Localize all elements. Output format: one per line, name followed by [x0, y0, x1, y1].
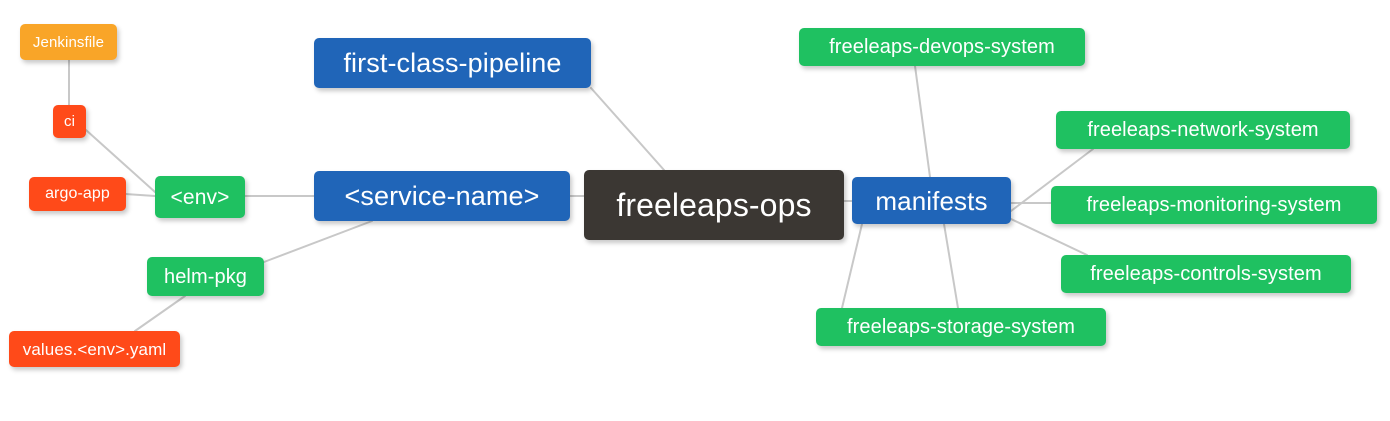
node-label-first-class-pipeline: first-class-pipeline	[343, 47, 562, 78]
node-label-service-name: <service-name>	[344, 180, 540, 211]
node-label-jenkinsfile: Jenkinsfile	[32, 33, 105, 51]
node-label-values-yaml: values.<env>.yaml	[22, 339, 167, 359]
edge-pipeline-ops	[590, 87, 665, 171]
node-label-manifests: manifests	[875, 185, 988, 216]
edge-manifests-controls	[1010, 218, 1088, 256]
node-freeleaps-storage-system[interactable]: freeleaps-storage-system	[816, 308, 1106, 346]
edge-manifests-devops	[914, 65, 931, 178]
node-first-class-pipeline[interactable]: first-class-pipeline	[314, 38, 591, 88]
node-label-freeleaps-devops-system: freeleaps-devops-system	[829, 36, 1055, 58]
node-label-freeleaps-storage-system: freeleaps-storage-system	[846, 316, 1076, 338]
node-label-helm-pkg: helm-pkg	[163, 265, 248, 288]
node-env[interactable]: <env>	[155, 176, 245, 218]
node-freeleaps-controls-system[interactable]: freeleaps-controls-system	[1061, 255, 1351, 293]
edge-ops-storage	[841, 223, 863, 309]
edge-helmpkg-servicename	[263, 220, 373, 263]
node-ci[interactable]: ci	[53, 105, 86, 138]
node-label-ci: ci	[63, 113, 76, 130]
node-label-freeleaps-monitoring-system: freeleaps-monitoring-system	[1086, 194, 1342, 216]
node-freeleaps-ops[interactable]: freeleaps-ops	[584, 170, 844, 240]
node-label-freeleaps-controls-system: freeleaps-controls-system	[1090, 263, 1322, 285]
node-values-yaml[interactable]: values.<env>.yaml	[9, 331, 180, 367]
edge-argoapp-env	[125, 193, 156, 197]
node-label-freeleaps-network-system: freeleaps-network-system	[1087, 119, 1319, 141]
edge-valuesyaml-helmpkg	[134, 295, 186, 332]
node-freeleaps-devops-system[interactable]: freeleaps-devops-system	[799, 28, 1085, 66]
node-jenkinsfile[interactable]: Jenkinsfile	[20, 24, 117, 60]
edge-manifests-storage	[943, 223, 959, 309]
node-label-freeleaps-ops: freeleaps-ops	[616, 187, 812, 223]
node-service-name[interactable]: <service-name>	[314, 171, 570, 221]
node-freeleaps-monitoring-system[interactable]: freeleaps-monitoring-system	[1051, 186, 1377, 224]
node-helm-pkg[interactable]: helm-pkg	[147, 257, 264, 296]
node-label-env: <env>	[170, 185, 230, 209]
node-manifests[interactable]: manifests	[852, 177, 1011, 224]
node-freeleaps-network-system[interactable]: freeleaps-network-system	[1056, 111, 1350, 149]
node-label-argo-app: argo-app	[45, 185, 110, 202]
node-argo-app[interactable]: argo-app	[29, 177, 126, 211]
